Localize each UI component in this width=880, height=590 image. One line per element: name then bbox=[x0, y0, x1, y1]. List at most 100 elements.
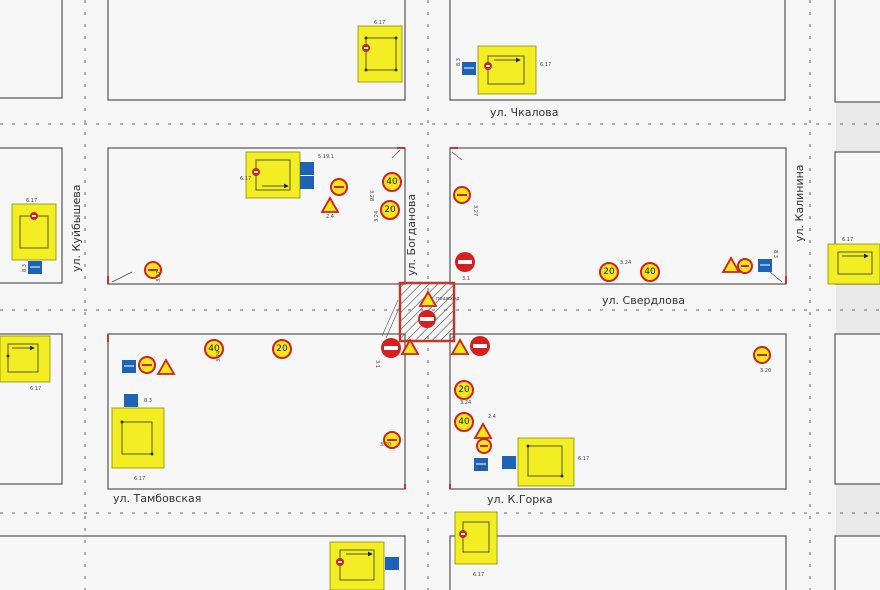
block bbox=[449, 147, 787, 285]
parking-scheme-sign: 6.17 bbox=[111, 407, 165, 482]
sign-code: 2.4 bbox=[488, 414, 496, 420]
no-parking-sign bbox=[453, 186, 471, 204]
sign-code: 3.24 bbox=[216, 351, 222, 362]
svg-text:40: 40 bbox=[644, 267, 656, 277]
speed-limit-40-sign: 40 bbox=[382, 172, 402, 192]
parking-scheme-sign: 6.17 bbox=[477, 45, 551, 95]
info-plates: 8.3 8.3 8.3 8.3 8.3 bbox=[22, 58, 778, 570]
sign-code: 6.17 bbox=[540, 62, 551, 68]
sign-code: 8.3 bbox=[144, 398, 152, 404]
sign-code: 3.27 bbox=[472, 205, 478, 216]
parking-scheme-sign: 6.17 bbox=[0, 335, 51, 392]
speed-limit-40-sign: 40 bbox=[640, 262, 660, 282]
street-label-bogdanova: ул. Богданова bbox=[405, 194, 418, 276]
sign-code: 6.17 bbox=[30, 386, 41, 392]
sign-code: 3.28 bbox=[368, 190, 374, 201]
sign-code: 3.20 bbox=[380, 442, 391, 448]
pedestrian-warning-sign bbox=[320, 196, 340, 213]
sign-code: 6.17 bbox=[473, 572, 484, 578]
sign-code: 6.17 bbox=[26, 198, 37, 204]
street-label-kalinina: ул. Калинина bbox=[793, 164, 806, 242]
parking-scheme-sign: 6.17 bbox=[357, 20, 403, 83]
speed-limit-40-sign: 40 bbox=[454, 412, 474, 432]
sign-code: 8.3 bbox=[456, 58, 462, 66]
no-parking-sign bbox=[144, 261, 162, 279]
svg-text:40: 40 bbox=[386, 177, 398, 187]
speed-limit-20-sign: 20 bbox=[454, 380, 474, 400]
block bbox=[834, 535, 880, 590]
sign-code: 2.4 bbox=[326, 214, 334, 220]
svg-text:20: 20 bbox=[458, 385, 470, 395]
parking-scheme-sign: 6.17 bbox=[454, 511, 498, 578]
sign-code: 3.24 bbox=[460, 400, 471, 406]
block bbox=[449, 535, 787, 590]
parking-scheme-sign: 6.17 bbox=[240, 151, 301, 199]
no-entry-sign bbox=[455, 252, 475, 272]
street-labels: ул. Чкалова ул. Свердлова ул. Тамбовская… bbox=[70, 106, 806, 506]
no-entry-sign bbox=[418, 310, 436, 328]
sign-code: 5.19.1 bbox=[318, 154, 334, 160]
no-entry-signs: 3.1 3.1 bbox=[374, 252, 490, 368]
sign-code: 6.17 bbox=[240, 176, 251, 182]
block bbox=[0, 0, 63, 99]
pedestrian-warning-sign bbox=[450, 338, 470, 355]
sign-code: 3.1 bbox=[374, 360, 380, 368]
sign-code: 8.3 bbox=[478, 466, 486, 472]
svg-text:40: 40 bbox=[458, 417, 470, 427]
crossing-label: пешеход bbox=[436, 296, 460, 302]
sign-code: 3.1 bbox=[462, 276, 470, 282]
parking-info-sign bbox=[124, 394, 138, 407]
svg-text:20: 20 bbox=[276, 344, 288, 354]
speed-limit-signs: 20 40 20 40 40 20 20 40 3.24 3.24 3.24 3… bbox=[204, 172, 660, 432]
sign-code: 3.27 bbox=[156, 271, 162, 282]
speed-limit-20-sign: 20 bbox=[599, 262, 619, 282]
sign-code: 3.24 bbox=[620, 260, 631, 266]
block bbox=[449, 333, 787, 490]
sign-code: 8.3 bbox=[22, 264, 28, 272]
street-label-kuibysheva: ул. Куйбышева bbox=[70, 184, 83, 272]
no-parking-sign bbox=[383, 431, 401, 449]
parking-info-sign bbox=[300, 162, 314, 175]
parking-info-sign bbox=[502, 456, 516, 469]
no-parking-sign bbox=[138, 356, 156, 374]
parking-scheme-sign: 6.17 bbox=[11, 198, 57, 261]
speed-limit-20-sign: 20 bbox=[380, 200, 400, 220]
speed-limit-40-sign: 40 bbox=[204, 339, 224, 359]
pedestrian-warning-sign bbox=[473, 422, 493, 439]
no-parking-sign bbox=[476, 438, 492, 454]
no-entry-sign bbox=[470, 336, 490, 356]
no-parking-sign bbox=[753, 346, 771, 364]
speed-limit-20-sign: 20 bbox=[272, 339, 292, 359]
sign-code: 6.17 bbox=[374, 20, 385, 26]
sign-code: 3.24 bbox=[374, 211, 380, 222]
warning-signs: пешеход 2.4 2.4 5.19.1 bbox=[156, 154, 741, 439]
parking-info-sign bbox=[385, 557, 399, 570]
block bbox=[834, 333, 880, 485]
parking-scheme-panels: 6.17 6.17 6.17 6.17 bbox=[0, 20, 880, 590]
parking-scheme-sign bbox=[329, 541, 385, 590]
sign-code: 8.3 bbox=[772, 250, 778, 258]
parking-info-sign bbox=[300, 176, 314, 189]
no-parking-sign bbox=[737, 258, 753, 274]
pedestrian-warning-sign bbox=[156, 358, 176, 375]
svg-text:40: 40 bbox=[208, 344, 220, 354]
svg-text:20: 20 bbox=[603, 267, 615, 277]
street-label-sverdlova: ул. Свердлова bbox=[602, 294, 685, 307]
pedestrian-warning-sign bbox=[418, 290, 438, 307]
block bbox=[834, 0, 880, 103]
sign-code: 3.20 bbox=[760, 368, 771, 374]
no-entry-sign bbox=[381, 338, 401, 358]
no-parking-sign bbox=[330, 178, 348, 196]
sign-code: 6.17 bbox=[578, 456, 589, 462]
sign-code: 6.17 bbox=[134, 476, 145, 482]
pedestrian-warning-sign bbox=[400, 338, 420, 355]
parking-scheme-sign: 6.17 bbox=[827, 237, 880, 285]
corner-mark bbox=[107, 147, 787, 489]
sign-code: 6.17 bbox=[842, 237, 853, 243]
pedestrian-warning-sign bbox=[721, 256, 741, 273]
corner-curb bbox=[111, 149, 783, 283]
svg-text:20: 20 bbox=[384, 205, 396, 215]
street-label-k-gorka: ул. К.Горка bbox=[487, 493, 553, 506]
